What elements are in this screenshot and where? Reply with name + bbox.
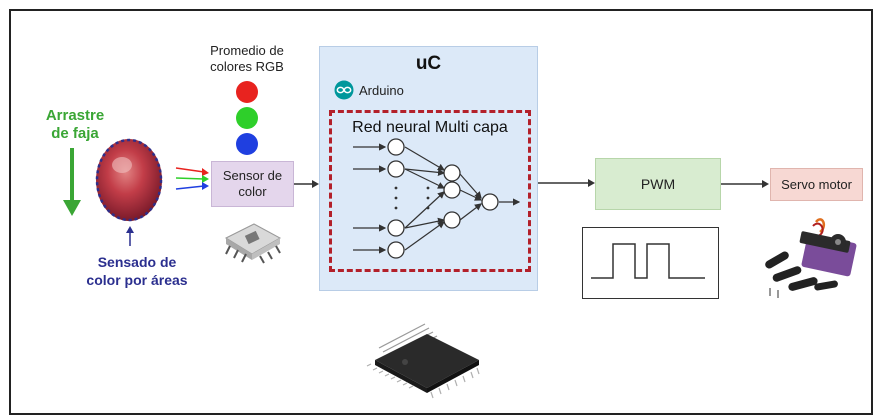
uc-title: uC (319, 53, 538, 75)
servo-motor-box: Servo motor (770, 168, 863, 201)
arrow-uc-to-pwm (538, 179, 595, 187)
belt-drag-text: Arrastre de faja (45, 107, 105, 142)
pwm-text: PWM (640, 176, 676, 192)
neural-network-box (329, 110, 531, 272)
arduino-text: Arduino (359, 83, 404, 98)
servo-motor-text: Servo motor (781, 177, 852, 192)
rgb-dots (236, 81, 258, 155)
rgb-average-text: Promedio de colores RGB (210, 43, 284, 74)
hidden-neuron (443, 211, 461, 229)
arrow-pwm-to-servo (721, 180, 769, 188)
servo-motor-image (765, 218, 857, 298)
microcontroller-chip-image (366, 323, 480, 399)
neural-network-graph (353, 138, 521, 259)
input-neuron (387, 138, 405, 156)
fruit-image (95, 138, 163, 222)
green-dot (236, 107, 258, 129)
belt-drag-label: Arrastre de faja (40, 107, 110, 143)
pwm-waveform-icon (591, 243, 705, 279)
area-sensing-text: Sensado de color por áreas (86, 254, 188, 288)
arduino-logo-icon (334, 80, 354, 100)
red-dot (236, 81, 258, 103)
neural-network-text: Red neural Multi capa (352, 119, 508, 136)
uc-title-text: uC (415, 53, 442, 74)
area-sensing-label: Sensado de color por áreas (82, 253, 192, 289)
rgb-arrows (175, 167, 209, 190)
pwm-waveform-panel (582, 227, 719, 299)
pwm-box: PWM (595, 158, 721, 210)
blue-dot (236, 133, 258, 155)
hidden-neuron (443, 181, 461, 199)
color-sensor-box: Sensor de color (211, 161, 294, 207)
rgb-average-label: Promedio de colores RGB (197, 43, 297, 75)
output-neuron (481, 193, 499, 211)
up-arrow-icon (126, 226, 134, 246)
neural-network-title: Red neural Multi capa (329, 119, 531, 137)
hidden-neuron (443, 164, 461, 182)
color-sensor-chip-image (224, 223, 282, 264)
arrow-sensor-to-uc (294, 180, 319, 188)
input-neuron (387, 219, 405, 237)
input-neuron (387, 241, 405, 259)
arduino-label: Arduino (359, 83, 404, 98)
input-neuron (387, 160, 405, 178)
down-arrow-icon (63, 148, 81, 216)
color-sensor-text: Sensor de color (222, 168, 283, 199)
